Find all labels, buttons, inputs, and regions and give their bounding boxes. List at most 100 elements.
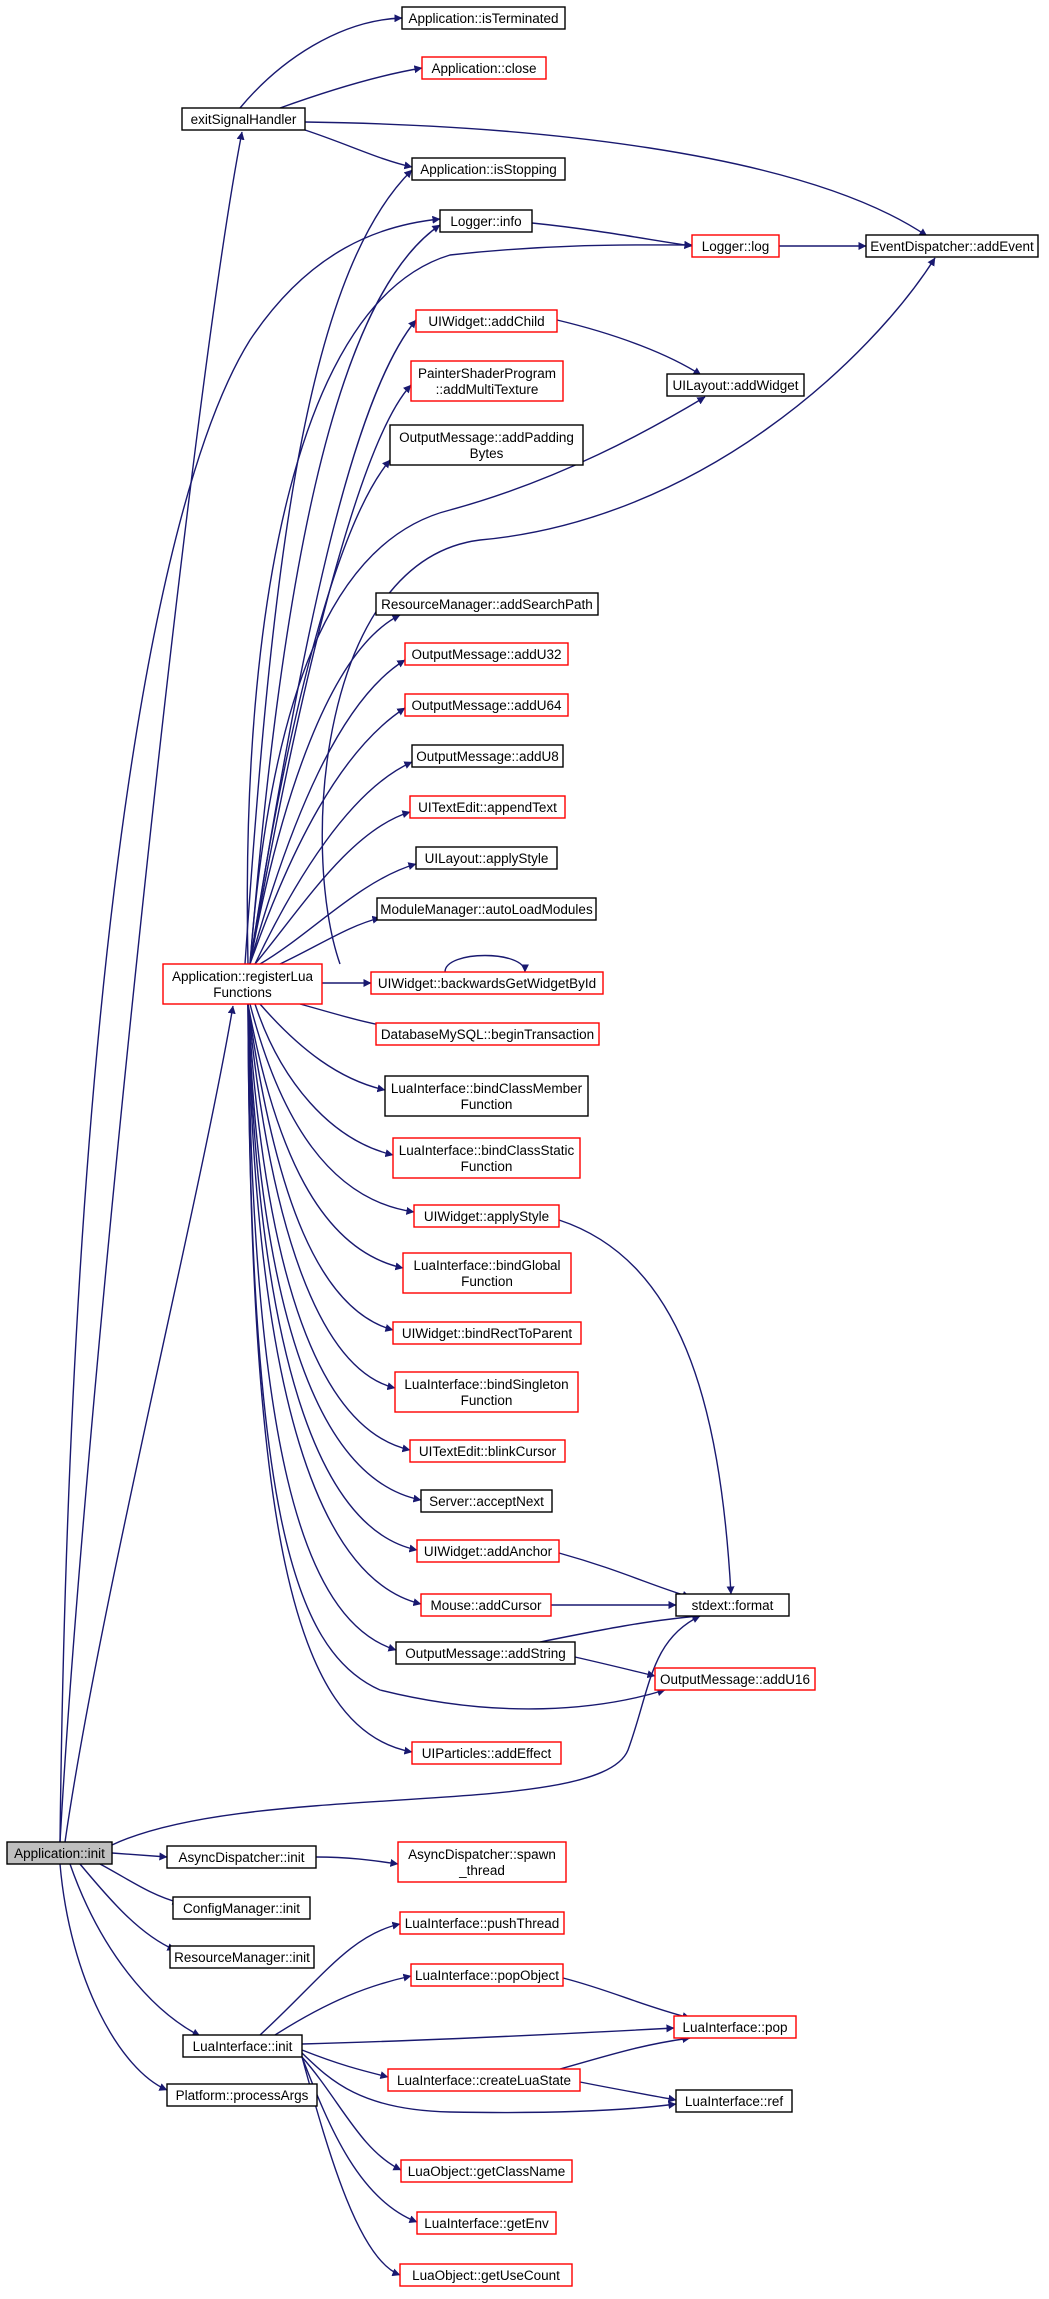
node-mm-autoload[interactable]: ModuleManager::autoLoadModules	[376, 897, 597, 921]
edge-arrow	[111, 1852, 168, 1861]
node-label: UITextEdit::blinkCursor	[419, 1444, 557, 1459]
node-uiw-bindrect[interactable]: UIWidget::bindRectToParent	[392, 1321, 582, 1345]
node-box	[181, 107, 306, 131]
node-li-init[interactable]: LuaInterface::init	[182, 2034, 303, 2058]
edge-app_reglua-to-om_u16	[247, 1003, 666, 1710]
node-li-pop[interactable]: LuaInterface::pop	[673, 2015, 797, 2039]
node-lo-classname[interactable]: LuaObject::getClassName	[400, 2159, 573, 2183]
node-label: Mouse::addCursor	[430, 1598, 542, 1613]
node-label: Functions	[213, 985, 272, 1000]
edge-arrow	[444, 954, 529, 973]
node-box	[370, 971, 604, 995]
node-uil-addwidget[interactable]: UILayout::addWidget	[666, 373, 805, 397]
node-box	[392, 1137, 581, 1179]
node-uiw-backwards[interactable]: UIWidget::backwardsGetWidgetById	[370, 971, 604, 995]
node-li-createstate[interactable]: LuaInterface::createLuaState	[387, 2068, 581, 2092]
node-uip-effect[interactable]: UIParticles::addEffect	[411, 1741, 562, 1765]
node-label: Function	[461, 1097, 513, 1112]
edge-arrow	[249, 224, 441, 965]
edge-app_reglua-to-li_classmember	[259, 1003, 386, 1093]
node-box	[389, 424, 584, 466]
edge-app_init-to-resman_init	[79, 1863, 176, 1951]
node-event-add[interactable]: EventDispatcher::addEvent	[865, 234, 1039, 258]
node-te-append[interactable]: UITextEdit::appendText	[409, 795, 566, 819]
node-server-accept[interactable]: Server::acceptNext	[420, 1489, 553, 1513]
node-box	[666, 373, 805, 397]
edge-arrow	[247, 1003, 413, 1755]
node-box	[421, 56, 547, 80]
node-stdext-format[interactable]: stdext::format	[675, 1593, 790, 1617]
node-label: Platform::processArgs	[176, 2088, 309, 2103]
edge-app_reglua-to-server_accept	[247, 1003, 422, 1503]
node-uiw-applystyle[interactable]: UIWidget::applyStyle	[413, 1204, 560, 1228]
edge-arrow	[247, 1003, 666, 1710]
node-label: LuaInterface::ref	[685, 2094, 784, 2109]
node-om-u16[interactable]: OutputMessage::addU16	[654, 1667, 816, 1691]
node-uiw-addchild[interactable]: UIWidget::addChild	[415, 309, 558, 333]
node-label: PainterShaderProgram	[418, 366, 556, 381]
edge-arrow	[274, 1973, 412, 2036]
node-resman-init[interactable]: ResourceManager::init	[169, 1945, 315, 1969]
node-lo-usecount[interactable]: LuaObject::getUseCount	[399, 2263, 573, 2287]
node-exit-handler[interactable]: exitSignalHandler	[181, 107, 306, 131]
node-li-getenv[interactable]: LuaInterface::getEnv	[416, 2211, 557, 2235]
node-om-u8[interactable]: OutputMessage::addU8	[411, 744, 564, 768]
node-box	[402, 1252, 572, 1294]
node-label: OutputMessage::addString	[405, 1646, 566, 1661]
node-li-ref[interactable]: LuaInterface::ref	[675, 2089, 793, 2113]
edge-arrow	[259, 1003, 386, 1093]
node-box	[404, 693, 569, 717]
node-box	[675, 2089, 793, 2113]
edge-arrow	[558, 1219, 735, 1595]
edge-app_reglua-to-uiw_bindrect	[247, 1003, 394, 1332]
edge-app_reglua-to-mouse_cursor	[247, 1003, 422, 1607]
node-box	[172, 1896, 311, 1920]
node-app-close[interactable]: Application::close	[421, 56, 547, 80]
node-painter-tex[interactable]: PainterShaderProgram::addMultiTexture	[410, 360, 564, 402]
node-label: UIWidget::addChild	[428, 314, 544, 329]
node-mouse-cursor[interactable]: Mouse::addCursor	[420, 1593, 552, 1617]
edge-li_popobject-to-li_pop	[562, 1977, 691, 2020]
node-label: LuaInterface::getEnv	[424, 2216, 549, 2231]
node-rm-searchpath[interactable]: ResourceManager::addSearchPath	[375, 592, 599, 616]
node-app-init[interactable]: Application::init	[6, 1841, 113, 1865]
node-om-string[interactable]: OutputMessage::addString	[395, 1641, 576, 1665]
edge-app_reglua-to-rm_searchpath	[249, 614, 401, 965]
edge-arrow	[99, 1863, 181, 1905]
node-box	[691, 234, 780, 258]
edge-exit_handler-to-app_is_terminated	[239, 14, 403, 109]
node-label: UIWidget::applyStyle	[424, 1209, 549, 1224]
node-platform-args[interactable]: Platform::processArgs	[166, 2083, 318, 2107]
node-logger-info[interactable]: Logger::info	[439, 209, 533, 233]
node-uiw-addanchor[interactable]: UIWidget::addAnchor	[416, 1539, 560, 1563]
edge-arrow	[279, 915, 381, 965]
edge-app_reglua-to-om_padding	[249, 459, 391, 965]
node-async-init[interactable]: AsyncDispatcher::init	[166, 1845, 317, 1869]
node-li-pushthread[interactable]: LuaInterface::pushThread	[399, 1911, 565, 1935]
edge-li_createstate-to-li_pop	[559, 2035, 691, 2070]
node-te-blink[interactable]: UITextEdit::blinkCursor	[409, 1439, 566, 1463]
edge-arrow	[247, 1003, 422, 1607]
node-config-init[interactable]: ConfigManager::init	[172, 1896, 311, 1920]
edge-li_init-to-li_popobject	[274, 1973, 412, 2036]
node-box	[675, 1593, 790, 1617]
node-app-is-stopping[interactable]: Application::isStopping	[411, 157, 566, 181]
node-uil-applystyle[interactable]: UILayout::applyStyle	[415, 846, 558, 870]
node-app-is-terminated[interactable]: Application::isTerminated	[401, 6, 566, 30]
node-om-u64[interactable]: OutputMessage::addU64	[404, 693, 569, 717]
node-box	[404, 642, 569, 666]
node-label: ResourceManager::addSearchPath	[381, 597, 593, 612]
edge-arrow	[259, 862, 417, 965]
node-db-begin[interactable]: DatabaseMySQL::beginTransaction	[375, 1022, 600, 1046]
node-async-spawn[interactable]: AsyncDispatcher::spawn_thread	[397, 1841, 567, 1883]
node-om-u32[interactable]: OutputMessage::addU32	[404, 642, 569, 666]
node-li-popobject[interactable]: LuaInterface::popObject	[410, 1963, 564, 1987]
node-logger-log[interactable]: Logger::log	[691, 234, 780, 258]
node-box	[166, 2083, 318, 2107]
